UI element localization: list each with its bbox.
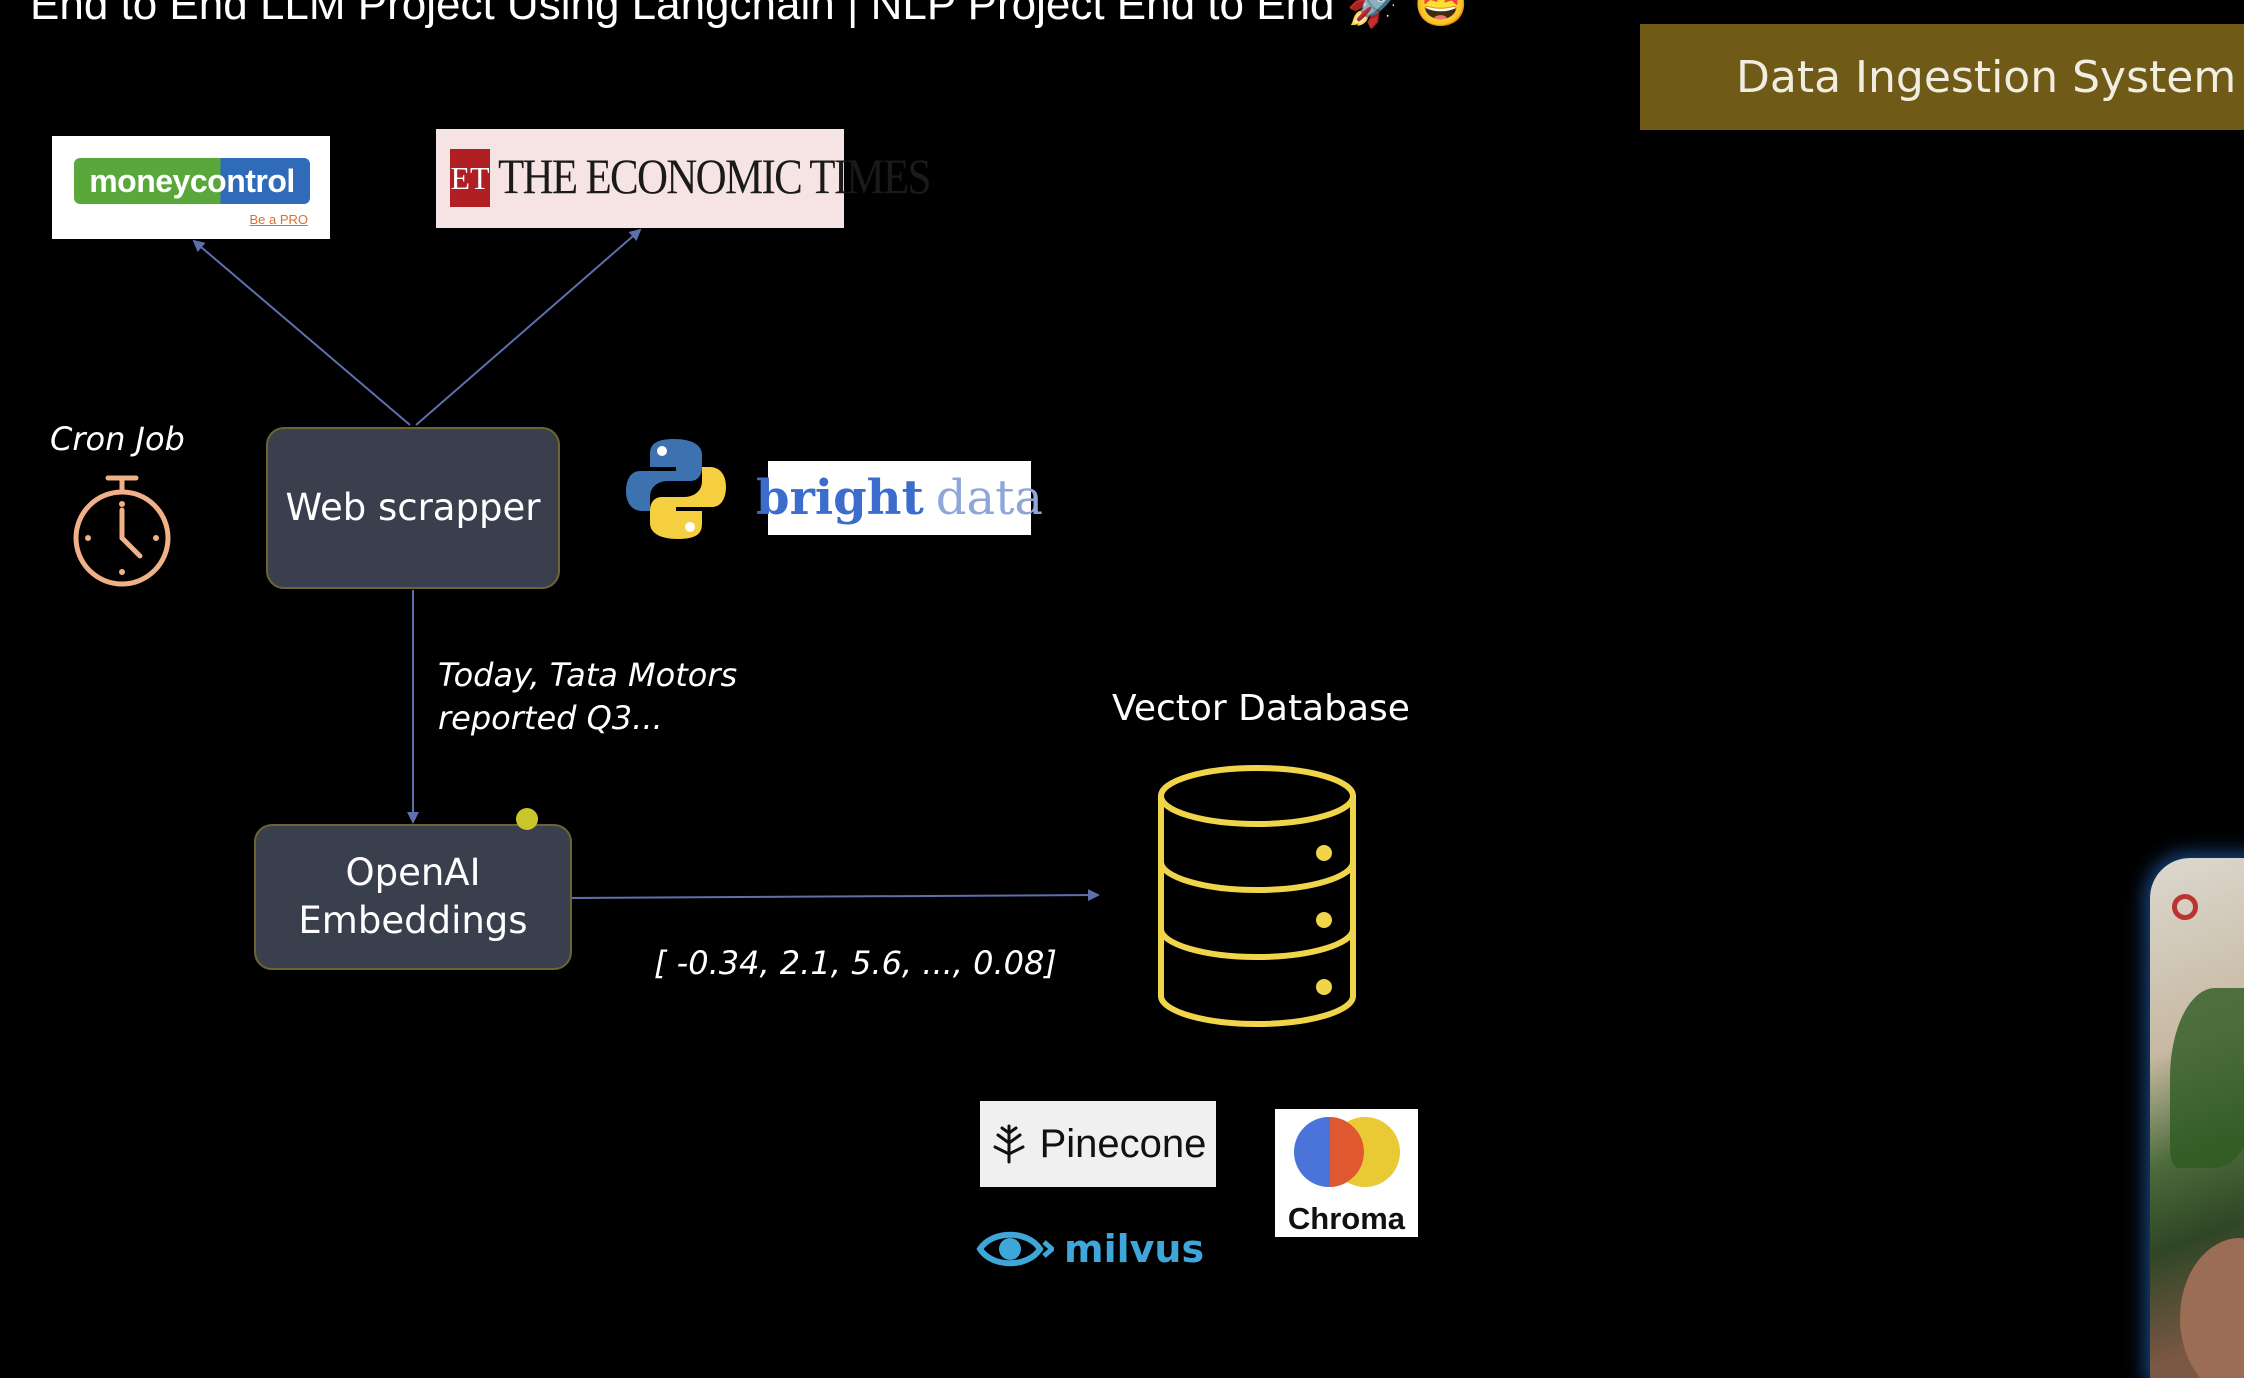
milvus-eye-icon: [976, 1231, 1054, 1267]
bright-data-word2: data: [935, 470, 1043, 526]
section-banner: Data Ingestion System: [1640, 24, 2244, 130]
video-title: End to End LLM Project Using Langchain |…: [30, 0, 1469, 29]
presenter-logo-icon: [2172, 894, 2198, 920]
moneycontrol-logo: moneycontrol Be a PRO: [52, 136, 330, 239]
presenter-webcam: [2150, 858, 2244, 1378]
snippet-line-1: Today, Tata Motors: [438, 656, 738, 694]
arrow-to-vector-db: [571, 889, 1100, 902]
milvus-label: milvus: [1064, 1227, 1205, 1271]
python-logo-icon: [626, 439, 726, 539]
snippet-line-2: reported Q3...: [438, 699, 663, 737]
pinecone-label: Pinecone: [1039, 1121, 1207, 1166]
bright-data-word1: bright: [756, 470, 924, 526]
presenter-face: [2180, 1238, 2244, 1378]
banner-title: Data Ingestion System: [1736, 51, 2237, 103]
web-scrapper-label: Web scrapper: [285, 485, 541, 529]
embeddings-line-1: OpenAI: [345, 850, 481, 894]
embedding-vector-label: [ -0.34, 2.1, 5.6, ..., 0.08]: [654, 944, 1057, 982]
moneycontrol-tagline: Be a PRO: [249, 212, 308, 227]
database-icon: [1158, 765, 1356, 1028]
chroma-logo: Chroma: [1275, 1109, 1418, 1237]
arrow-to-economic-times: [415, 228, 642, 426]
milvus-logo: milvus: [976, 1222, 1204, 1276]
vector-database-label: Vector Database: [1112, 688, 1410, 729]
et-badge: ET: [450, 149, 490, 207]
scraped-text-snippet: Today, Tata Motors reported Q3...: [438, 654, 758, 740]
economic-times-logo: ET THE ECONOMIC TIMES: [436, 129, 931, 228]
et-wordmark: THE ECONOMIC TIMES: [498, 148, 931, 204]
pinecone-icon: [993, 1124, 1025, 1164]
embeddings-line-2: Embeddings: [298, 899, 528, 942]
pointer-dot: [516, 808, 538, 830]
plant-leaf: [2170, 988, 2244, 1168]
chroma-overlap: [1330, 1117, 1364, 1187]
openai-embeddings-node: OpenAI Embeddings: [254, 824, 572, 970]
chroma-label: Chroma: [1287, 1201, 1406, 1236]
moneycontrol-wordmark: moneycontrol: [74, 158, 310, 204]
stopwatch-icon: [73, 475, 171, 587]
arrow-to-moneycontrol: [192, 239, 411, 426]
pinecone-logo: Pinecone: [980, 1101, 1216, 1187]
cron-job-label: Cron Job: [50, 420, 185, 458]
web-scrapper-node: Web scrapper: [266, 427, 560, 589]
